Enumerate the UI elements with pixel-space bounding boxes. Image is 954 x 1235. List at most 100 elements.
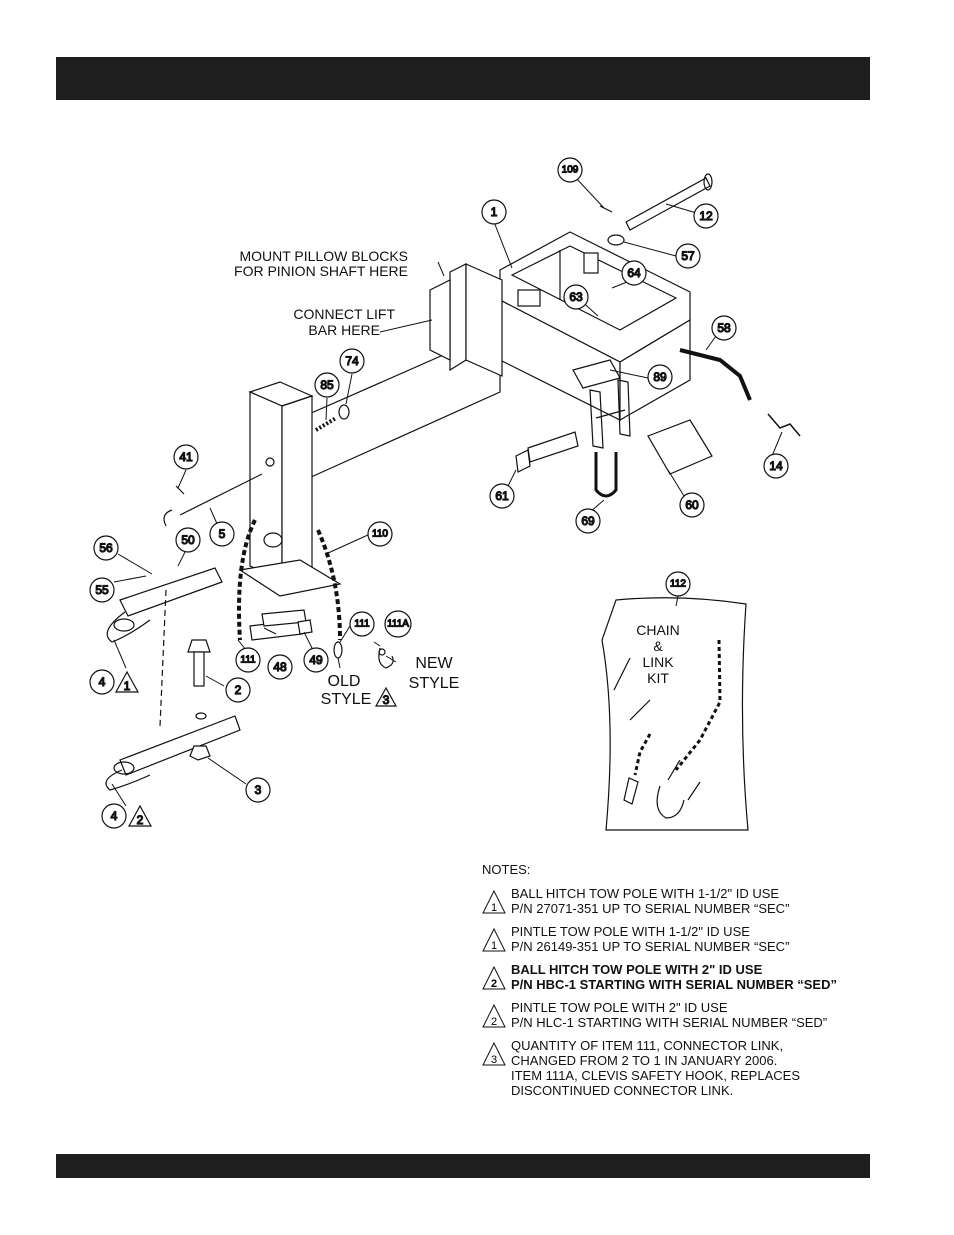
callout-111-bottom: 111	[235, 647, 261, 673]
callout-74: 74	[339, 348, 365, 374]
callout-61: 61	[489, 483, 515, 509]
revision-triangle-1-icon: 1	[482, 890, 506, 914]
callout-58: 58	[711, 315, 737, 341]
safety-chains	[237, 519, 342, 641]
callout-60-label: 60	[685, 498, 699, 512]
callout-48-label: 48	[273, 660, 287, 674]
clevis-hook-111a	[378, 647, 394, 669]
callout-89: 89	[647, 364, 673, 390]
revision-triangle-2-icon: 2	[482, 966, 506, 990]
label-kit-3: LINK	[642, 654, 674, 670]
handle-58	[679, 348, 801, 437]
label-kit-2: &	[653, 638, 663, 654]
callout-4-bottom: 4	[101, 803, 127, 829]
header-bar	[56, 57, 870, 100]
revision-triangle-3-label: 3	[383, 693, 390, 707]
callout-41: 41	[173, 444, 199, 470]
callout-14: 14	[763, 453, 789, 479]
callout-3-label: 3	[255, 783, 262, 797]
revision-triangle-3: 3	[374, 686, 398, 708]
revision-triangle-3-icon: 3	[482, 1042, 506, 1066]
front-post	[238, 381, 342, 597]
u-bolt-69	[594, 452, 618, 498]
note-line: ITEM 111A, CLEVIS SAFETY HOOK, REPLACES	[511, 1068, 800, 1083]
callouts: 1 109 12 57 64 63 58 89 74 85 14 41 61 6…	[89, 157, 789, 829]
callout-109-label: 109	[562, 165, 579, 176]
note-line: BALL HITCH TOW POLE WITH 2" ID USE	[511, 962, 763, 977]
label-mount-pillow-1: MOUNT PILLOW BLOCKS	[239, 248, 408, 264]
callout-112-label: 112	[670, 579, 686, 590]
revision-triangle-1-icon: 1	[482, 928, 506, 952]
revision-triangle-1-label: 1	[124, 679, 131, 693]
connector-link-111	[333, 641, 343, 659]
note-line: QUANTITY OF ITEM 111, CONNECTOR LINK,	[511, 1038, 784, 1053]
lift-post	[429, 263, 503, 377]
callout-55: 55	[89, 577, 115, 603]
callout-89-label: 89	[653, 370, 667, 384]
callout-57: 57	[675, 243, 701, 269]
callout-111-top: 111	[349, 611, 375, 637]
label-kit-1: CHAIN	[636, 622, 680, 638]
callout-2: 2	[225, 677, 251, 703]
notes-title: NOTES:	[482, 862, 531, 877]
callout-61-label: 61	[495, 489, 509, 503]
note-item: 3 QUANTITY OF ITEM 111, CONNECTOR LINK,C…	[482, 1038, 882, 1098]
callout-1-label: 1	[491, 205, 498, 219]
note-mark: 2	[491, 978, 497, 990]
pin-5	[163, 473, 263, 527]
revision-triangle-2-icon: 2	[482, 1004, 506, 1028]
callout-111a: 111A	[384, 610, 412, 638]
callout-12-label: 12	[699, 209, 713, 223]
note-item: 1 BALL HITCH TOW POLE WITH 1-1/2" ID USE…	[482, 886, 882, 916]
callout-64-label: 64	[627, 266, 641, 280]
chain-link-kit-bag	[601, 597, 749, 831]
block-60	[647, 419, 713, 475]
callout-57-label: 57	[681, 249, 695, 263]
revision-triangle-2-label: 2	[137, 813, 144, 827]
label-old-style-1: OLD	[328, 673, 361, 690]
callout-85-label: 85	[320, 378, 334, 392]
callout-3: 3	[245, 777, 271, 803]
bolts-48-49	[249, 609, 313, 641]
callout-48: 48	[267, 654, 293, 680]
callout-1: 1	[481, 199, 507, 225]
callout-112: 112	[665, 571, 691, 597]
callout-49: 49	[303, 647, 329, 673]
note-mark: 1	[491, 902, 497, 914]
callout-50-label: 50	[181, 533, 195, 547]
callout-110: 110	[367, 521, 393, 547]
callout-60: 60	[679, 492, 705, 518]
callout-74-label: 74	[345, 354, 359, 368]
bolt-2	[187, 639, 211, 761]
callout-12: 12	[693, 203, 719, 229]
label-old-style-2: STYLE	[321, 691, 372, 708]
callout-111a-label: 111A	[387, 619, 409, 630]
callout-69: 69	[575, 508, 601, 534]
callout-63: 63	[563, 284, 589, 310]
note-line: PINTLE TOW POLE WITH 2" ID USE	[511, 1000, 728, 1015]
note-line: BALL HITCH TOW POLE WITH 1-1/2" ID USE	[511, 886, 780, 901]
note-line: P/N HBC-1 STARTING WITH SERIAL NUMBER “S…	[511, 977, 837, 992]
notes-section: NOTES: 1 BALL HITCH TOW POLE WITH 1-1/2"…	[482, 862, 882, 1106]
note-mark: 1	[491, 940, 497, 952]
tow-pole-2	[105, 715, 241, 791]
callout-56-label: 56	[99, 541, 113, 555]
note-line: P/N 27071-351 UP TO SERIAL NUMBER “SEC”	[511, 901, 790, 916]
label-mount-pillow-2: FOR PINION SHAFT HERE	[234, 263, 408, 279]
callout-85: 85	[314, 372, 340, 398]
footer-bar	[56, 1154, 870, 1178]
callout-4-top-label: 4	[99, 675, 106, 689]
note-mark: 2	[491, 1016, 497, 1028]
note-line: P/N 26149-351 UP TO SERIAL NUMBER “SEC”	[511, 939, 790, 954]
revision-triangle-1: 1	[114, 670, 140, 694]
callout-41-label: 41	[179, 450, 193, 464]
label-kit-4: KIT	[647, 670, 669, 686]
callout-4-top: 4	[89, 669, 115, 695]
callout-63-label: 63	[569, 290, 583, 304]
note-line: CHANGED FROM 2 TO 1 IN JANUARY 2006.	[511, 1053, 778, 1068]
callout-56: 56	[93, 535, 119, 561]
